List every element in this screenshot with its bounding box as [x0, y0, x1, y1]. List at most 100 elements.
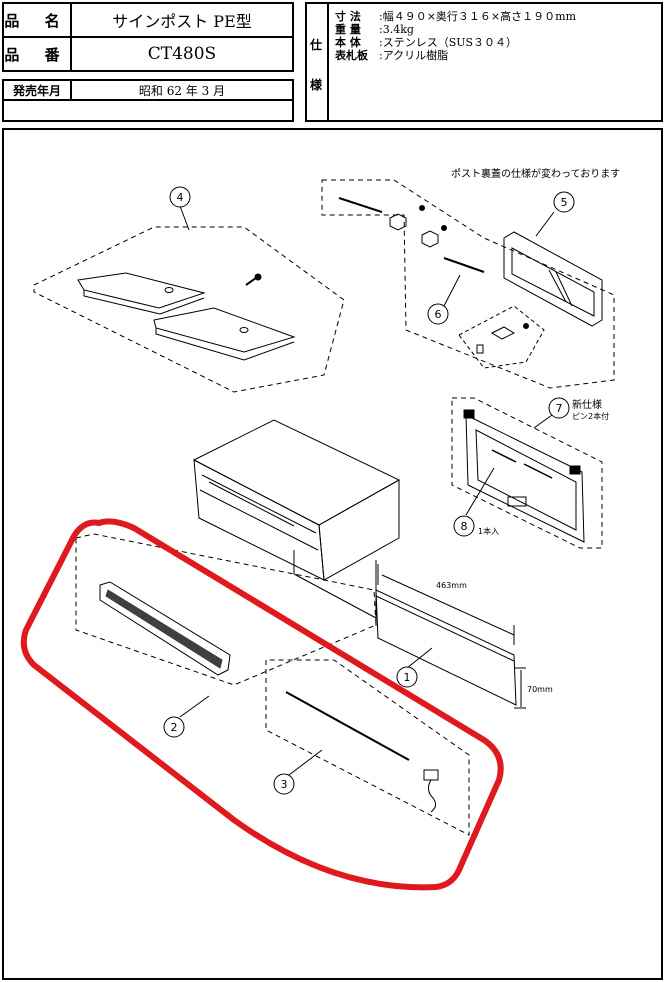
part-2-frame-inner — [105, 589, 223, 669]
product-name-value: サインポスト PE型 — [72, 4, 292, 38]
note-new-spec: 新仕様 — [572, 398, 602, 411]
leader-line — [179, 695, 210, 718]
leader-line — [535, 211, 555, 237]
callout-2: 2 — [163, 716, 185, 738]
callout-5: 5 — [553, 191, 575, 213]
part-3-connector — [423, 769, 439, 781]
spec-row-body: 本 体:ステンレス（SUS３０４） — [335, 36, 518, 49]
part-4-group — [33, 205, 345, 393]
release-date-value: 昭和 62 年 3 月 — [72, 81, 292, 101]
part-6-bracket — [490, 326, 516, 340]
callout-number: 2 — [171, 721, 178, 734]
part-3-cable — [427, 779, 437, 813]
product-info-table: 品 名 サインポスト PE型 品 番 CT480S — [2, 2, 294, 72]
mailbox-top — [192, 419, 401, 526]
leader-line — [179, 205, 190, 231]
callout-4: 4 — [169, 186, 191, 208]
part-7-8-boundary — [451, 397, 603, 549]
part-2-dashed-boundary — [75, 533, 377, 686]
leader-line — [288, 749, 323, 776]
callout-number: 7 — [556, 402, 563, 415]
part-8-pin — [491, 449, 517, 463]
spec-key: 本 体 — [335, 36, 361, 49]
note-one-pin: 1本入 — [478, 526, 499, 536]
mailbox-body — [192, 419, 401, 626]
part-7-cover-inner — [475, 429, 577, 531]
dim-width-line — [381, 574, 515, 636]
part-6-bracket — [389, 213, 407, 231]
part-8-pin — [523, 463, 553, 479]
part-4-dashed-boundary — [33, 226, 345, 393]
callout-6: 6 — [427, 303, 449, 325]
mailbox-slot-line — [201, 474, 317, 534]
dim-width-label: 463mm — [436, 581, 467, 590]
dim-height-label: 70mm — [527, 685, 553, 694]
spec-value: 3.4kg — [382, 23, 414, 36]
callout-8: 8 — [453, 515, 475, 537]
callout-number: 6 — [435, 308, 442, 321]
spec-value: ステンレス（SUS３０４） — [382, 36, 518, 49]
note-pins: ピン2本付 — [572, 411, 609, 421]
part-5-back-cover-window — [511, 247, 595, 317]
part-5-6-boundary — [321, 179, 615, 389]
spec-value: アクリル樹脂 — [382, 49, 449, 62]
part-5-glare — [555, 271, 573, 307]
part-2-frame — [99, 581, 231, 676]
part-6-screw — [523, 323, 529, 329]
spec-row-weight: 重 量:3.4kg — [335, 23, 414, 36]
part-4-hole — [164, 287, 174, 293]
part-6-rod — [338, 197, 383, 213]
part-5-6-group — [321, 179, 615, 389]
mailbox-side — [318, 479, 400, 581]
parts-diagram-frame: ポスト裏蓋の仕様が変わっております 463mm 70mm — [2, 128, 663, 980]
part-6-clip — [476, 344, 484, 354]
product-code-value: CT480S — [147, 44, 217, 64]
spec-label-top: 仕 — [310, 38, 323, 52]
spec-key: 重 量 — [335, 23, 361, 36]
part-1-plate — [375, 589, 517, 706]
mailbox-slot-line — [208, 481, 295, 527]
part-5-6-inner-boundary — [458, 305, 545, 369]
part-4-bracket-upper — [77, 272, 206, 309]
part-1-nameplate — [375, 564, 526, 709]
callout-number: 5 — [561, 196, 568, 209]
product-code-label: 品 番 — [4, 38, 72, 70]
part-3-rod — [285, 691, 410, 761]
spec-label-bottom: 様 — [310, 78, 323, 92]
part-3-boundary — [265, 659, 470, 836]
part-7-cover — [465, 414, 585, 543]
callout-1: 1 — [396, 666, 418, 688]
part-4-bracket-lower — [153, 307, 296, 353]
part-6-screw — [419, 205, 425, 211]
callout-7: 7 — [548, 397, 570, 419]
part-7-tab — [569, 465, 581, 475]
callout-3: 3 — [273, 773, 295, 795]
part-4-bracket-lower-edge — [155, 328, 295, 361]
leader-line — [443, 274, 461, 307]
spec-value: 幅４９０×奥行３１６×高さ１９０mm — [382, 10, 577, 23]
part-4-screw — [245, 273, 262, 286]
part-2-group — [75, 533, 377, 718]
product-name-label: 品 名 — [4, 4, 72, 38]
part-5-back-cover — [503, 231, 603, 327]
spec-key: 寸 法 — [335, 10, 361, 23]
part-4-bracket-upper-edge — [83, 290, 205, 315]
release-date-label: 発売年月 — [4, 81, 72, 101]
callout-number: 8 — [461, 520, 468, 533]
parts-diagram: ポスト裏蓋の仕様が変わっております 463mm 70mm — [20, 167, 620, 891]
note-back-cover: ポスト裏蓋の仕様が変わっております — [451, 167, 620, 180]
highlight-outline — [20, 518, 504, 891]
part-1-edge — [375, 595, 515, 662]
leader-line — [533, 414, 553, 429]
callout-number: 1 — [404, 671, 411, 684]
leader-line — [465, 467, 495, 516]
part-4-hole — [239, 327, 249, 333]
part-6-rod — [443, 257, 485, 273]
part-7-8-group — [451, 397, 603, 549]
spec-row-nameplate: 表札板:アクリル樹脂 — [335, 49, 449, 62]
release-date-table: 発売年月 昭和 62 年 3 月 — [2, 79, 294, 122]
spec-key: 表札板 — [335, 49, 368, 62]
part-7-latch — [507, 496, 527, 507]
callout-number: 4 — [177, 191, 184, 204]
part-6-screw — [441, 225, 447, 231]
